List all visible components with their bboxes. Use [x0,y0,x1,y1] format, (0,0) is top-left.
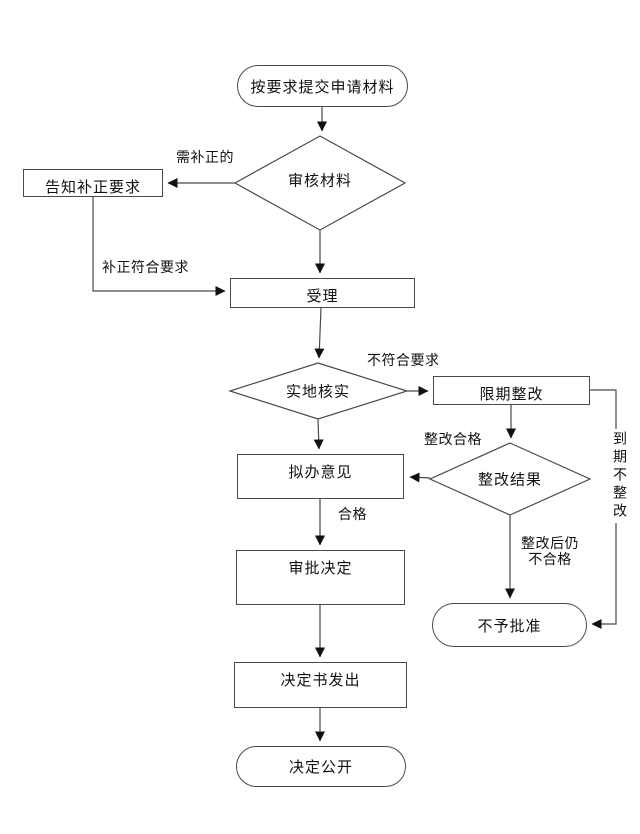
edge-label-still-unqualified-after-rectification: 整改后仍 不合格 [521,536,579,568]
connector-result-to-opinion [409,472,431,483]
node-approval-decision: 审批决定 [236,550,405,605]
node-notify-correction-requirements: 告知补正要求 [23,169,163,197]
node-start-submit-materials: 按要求提交申请材料 [237,65,408,107]
node-issue-decision-letter: 决定书发出 [234,662,407,708]
node-accept: 受理 [230,278,415,308]
connector-accept-to-verify [314,307,325,359]
edge-label-need-correction: 需补正的 [176,150,234,166]
edge-label-rectification-qualified: 整改合格 [424,432,482,448]
edge-label-correction-meets-requirements: 补正符合要求 [102,260,189,276]
decision-label-review-materials: 审核材料 [287,171,353,190]
edge-label-qualified: 合格 [338,507,367,523]
edge-label-not-compliant: 不符合要求 [367,353,440,369]
node-rectify-within-deadline: 限期整改 [433,376,590,405]
decision-label-rectification-result: 整改结果 [477,470,543,489]
node-draft-opinion: 拟办意见 [237,454,404,499]
connector-verify-to-opinion [313,418,324,450]
decision-label-onsite-verification: 实地核实 [285,382,351,401]
node-deny-approval: 不予批准 [432,603,587,647]
connector-notify-to-accept [92,197,226,296]
node-publish-decision: 决定公开 [236,746,406,787]
edge-label-overdue-no-rectification: 到期不整改 [609,429,629,523]
